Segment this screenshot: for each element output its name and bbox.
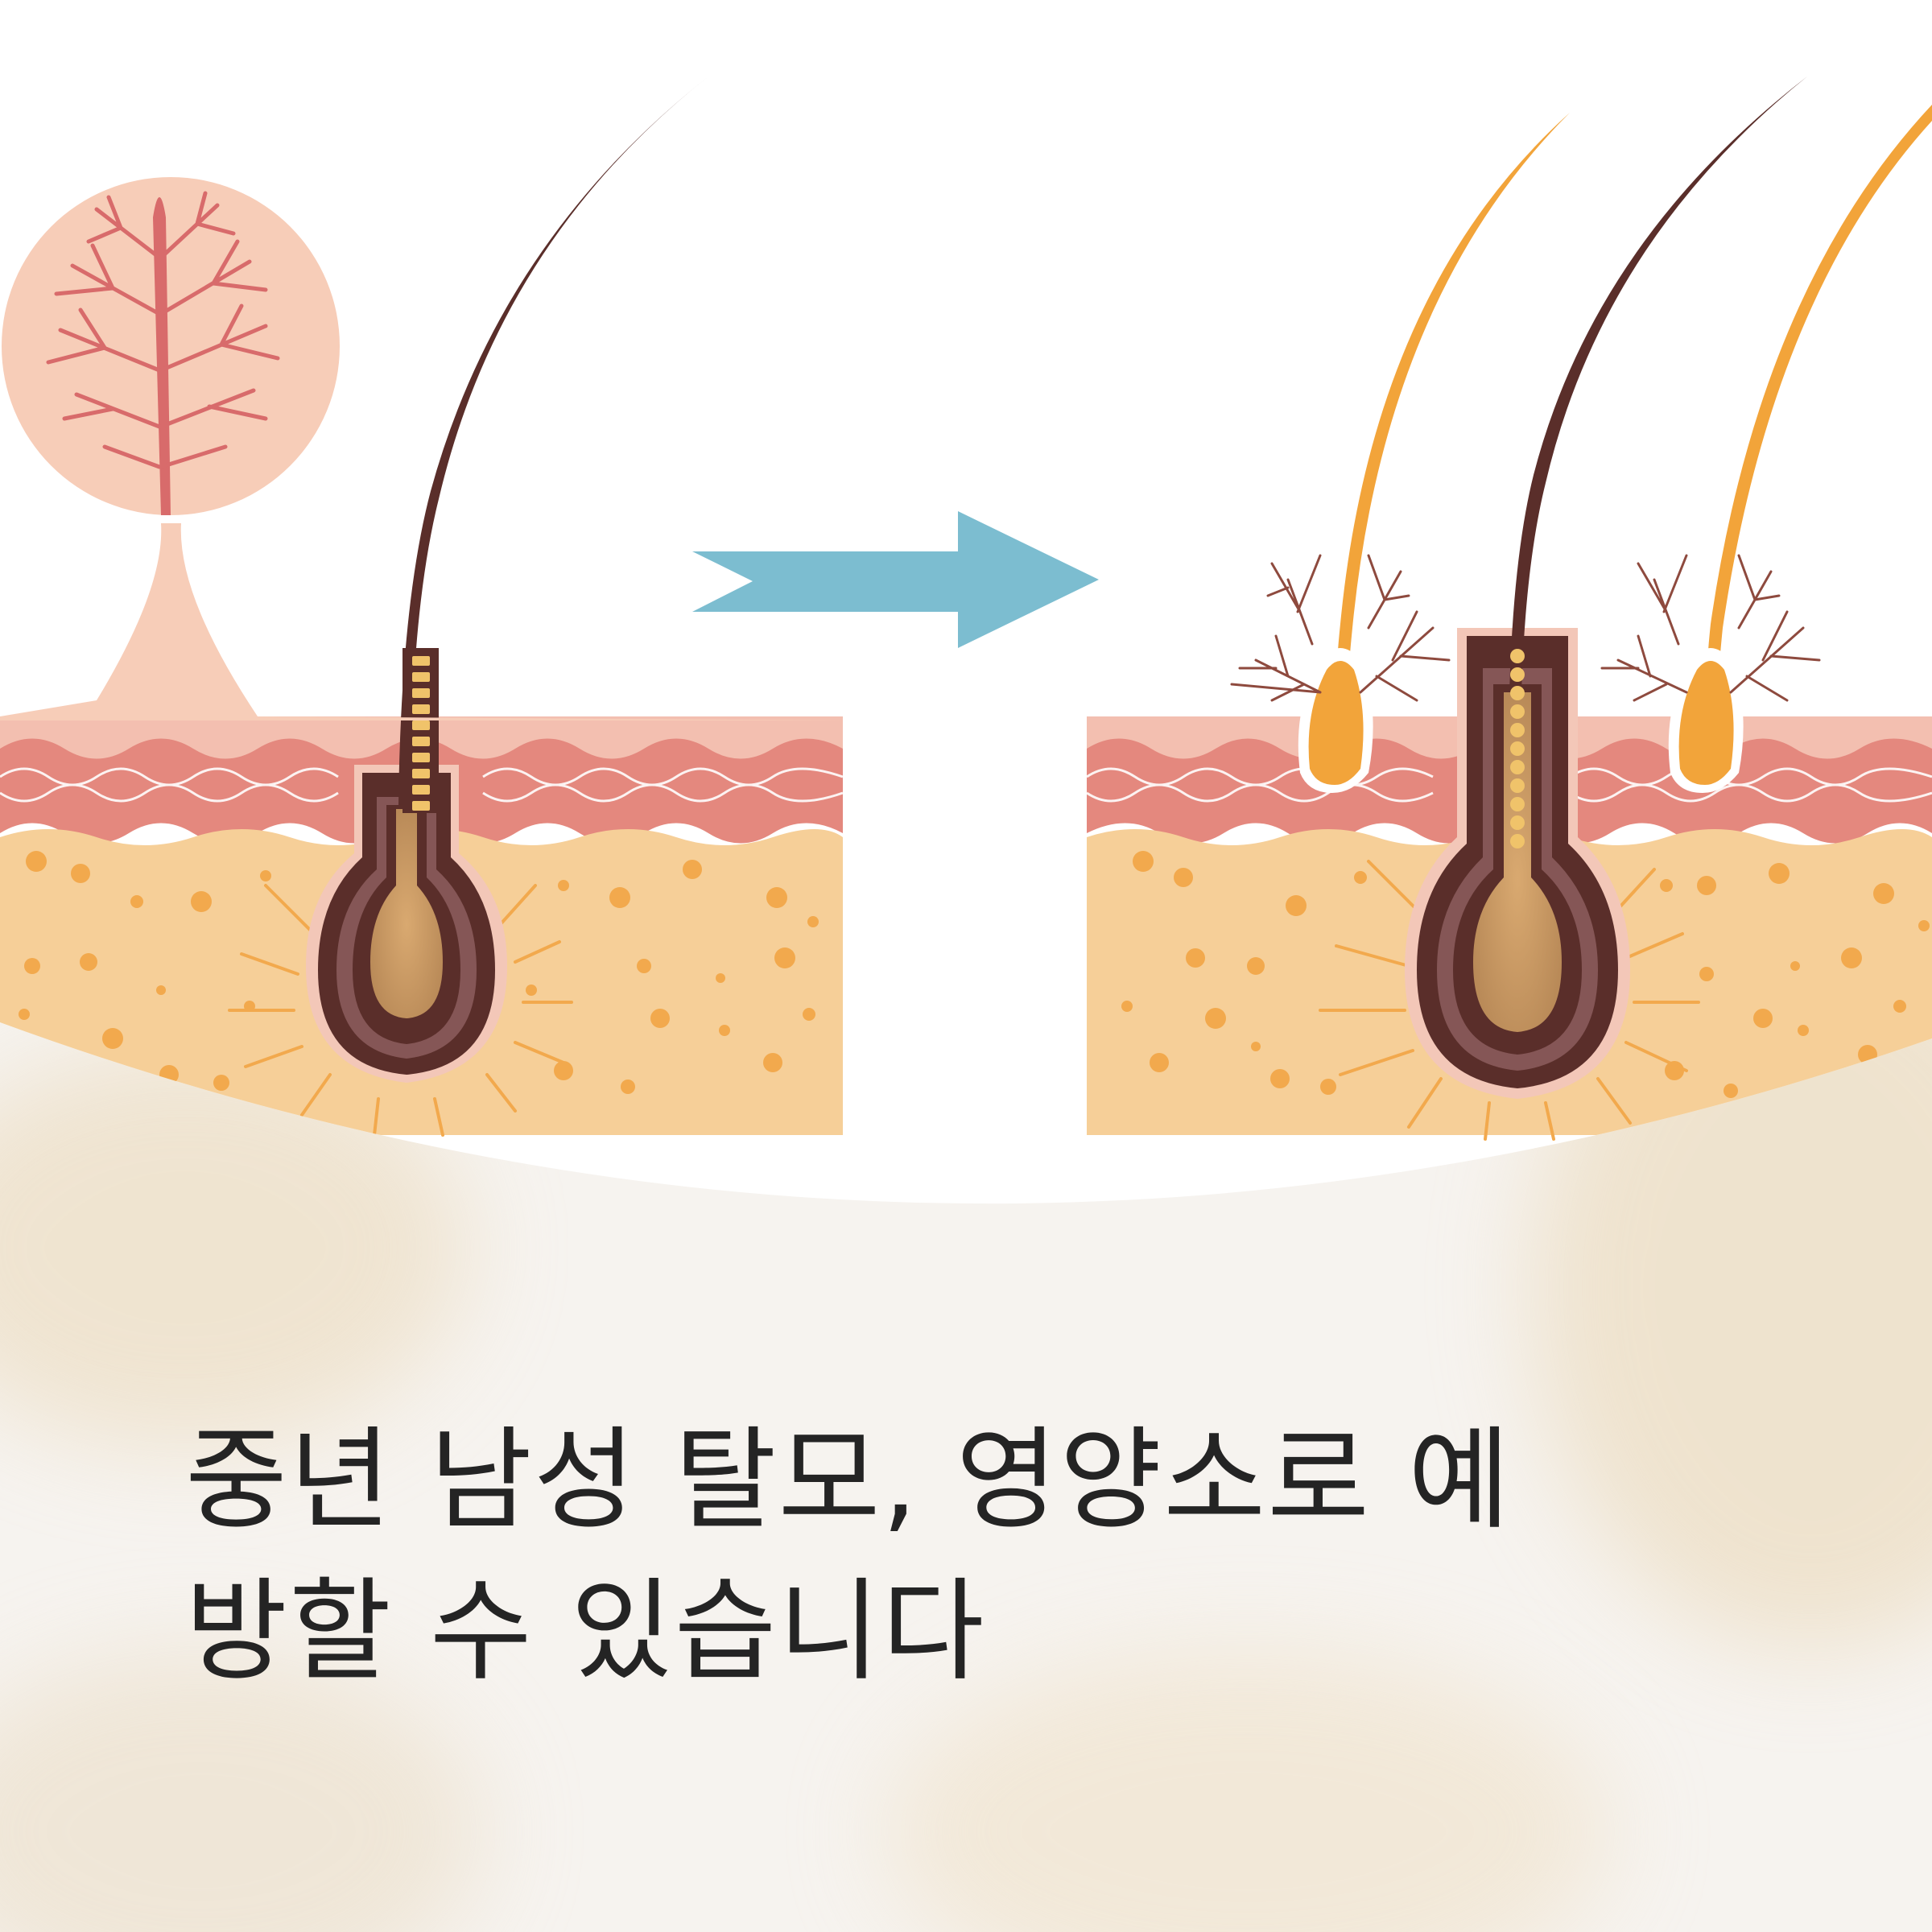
- blood-vessel-tree-icon: [0, 177, 843, 720]
- main-caption: 중년 남성 탈모, 영양소로 예 방할 수 있습니다: [185, 1405, 1715, 1707]
- thin-hair-right: [1668, 105, 1932, 793]
- thin-hair-left: [1298, 113, 1570, 793]
- right-arrow-icon: [692, 511, 1099, 648]
- right-hair-label: HAIR: [1433, 1167, 1571, 1223]
- capillary-branches: [1230, 554, 1821, 702]
- caption-line-2: 방할 수 있습니다: [185, 1567, 986, 1696]
- background-blob: [886, 1650, 1610, 1932]
- right-hair-follicle: [1319, 76, 1807, 1141]
- left-hair-label: HAIR: [318, 1167, 456, 1223]
- left-hair-follicle: [228, 76, 708, 1137]
- caption-line-1: 중년 남성 탈모, 영양소로 예: [185, 1415, 1512, 1545]
- hair-follicle-illustration: HAIR HAIR: [0, 0, 1932, 1223]
